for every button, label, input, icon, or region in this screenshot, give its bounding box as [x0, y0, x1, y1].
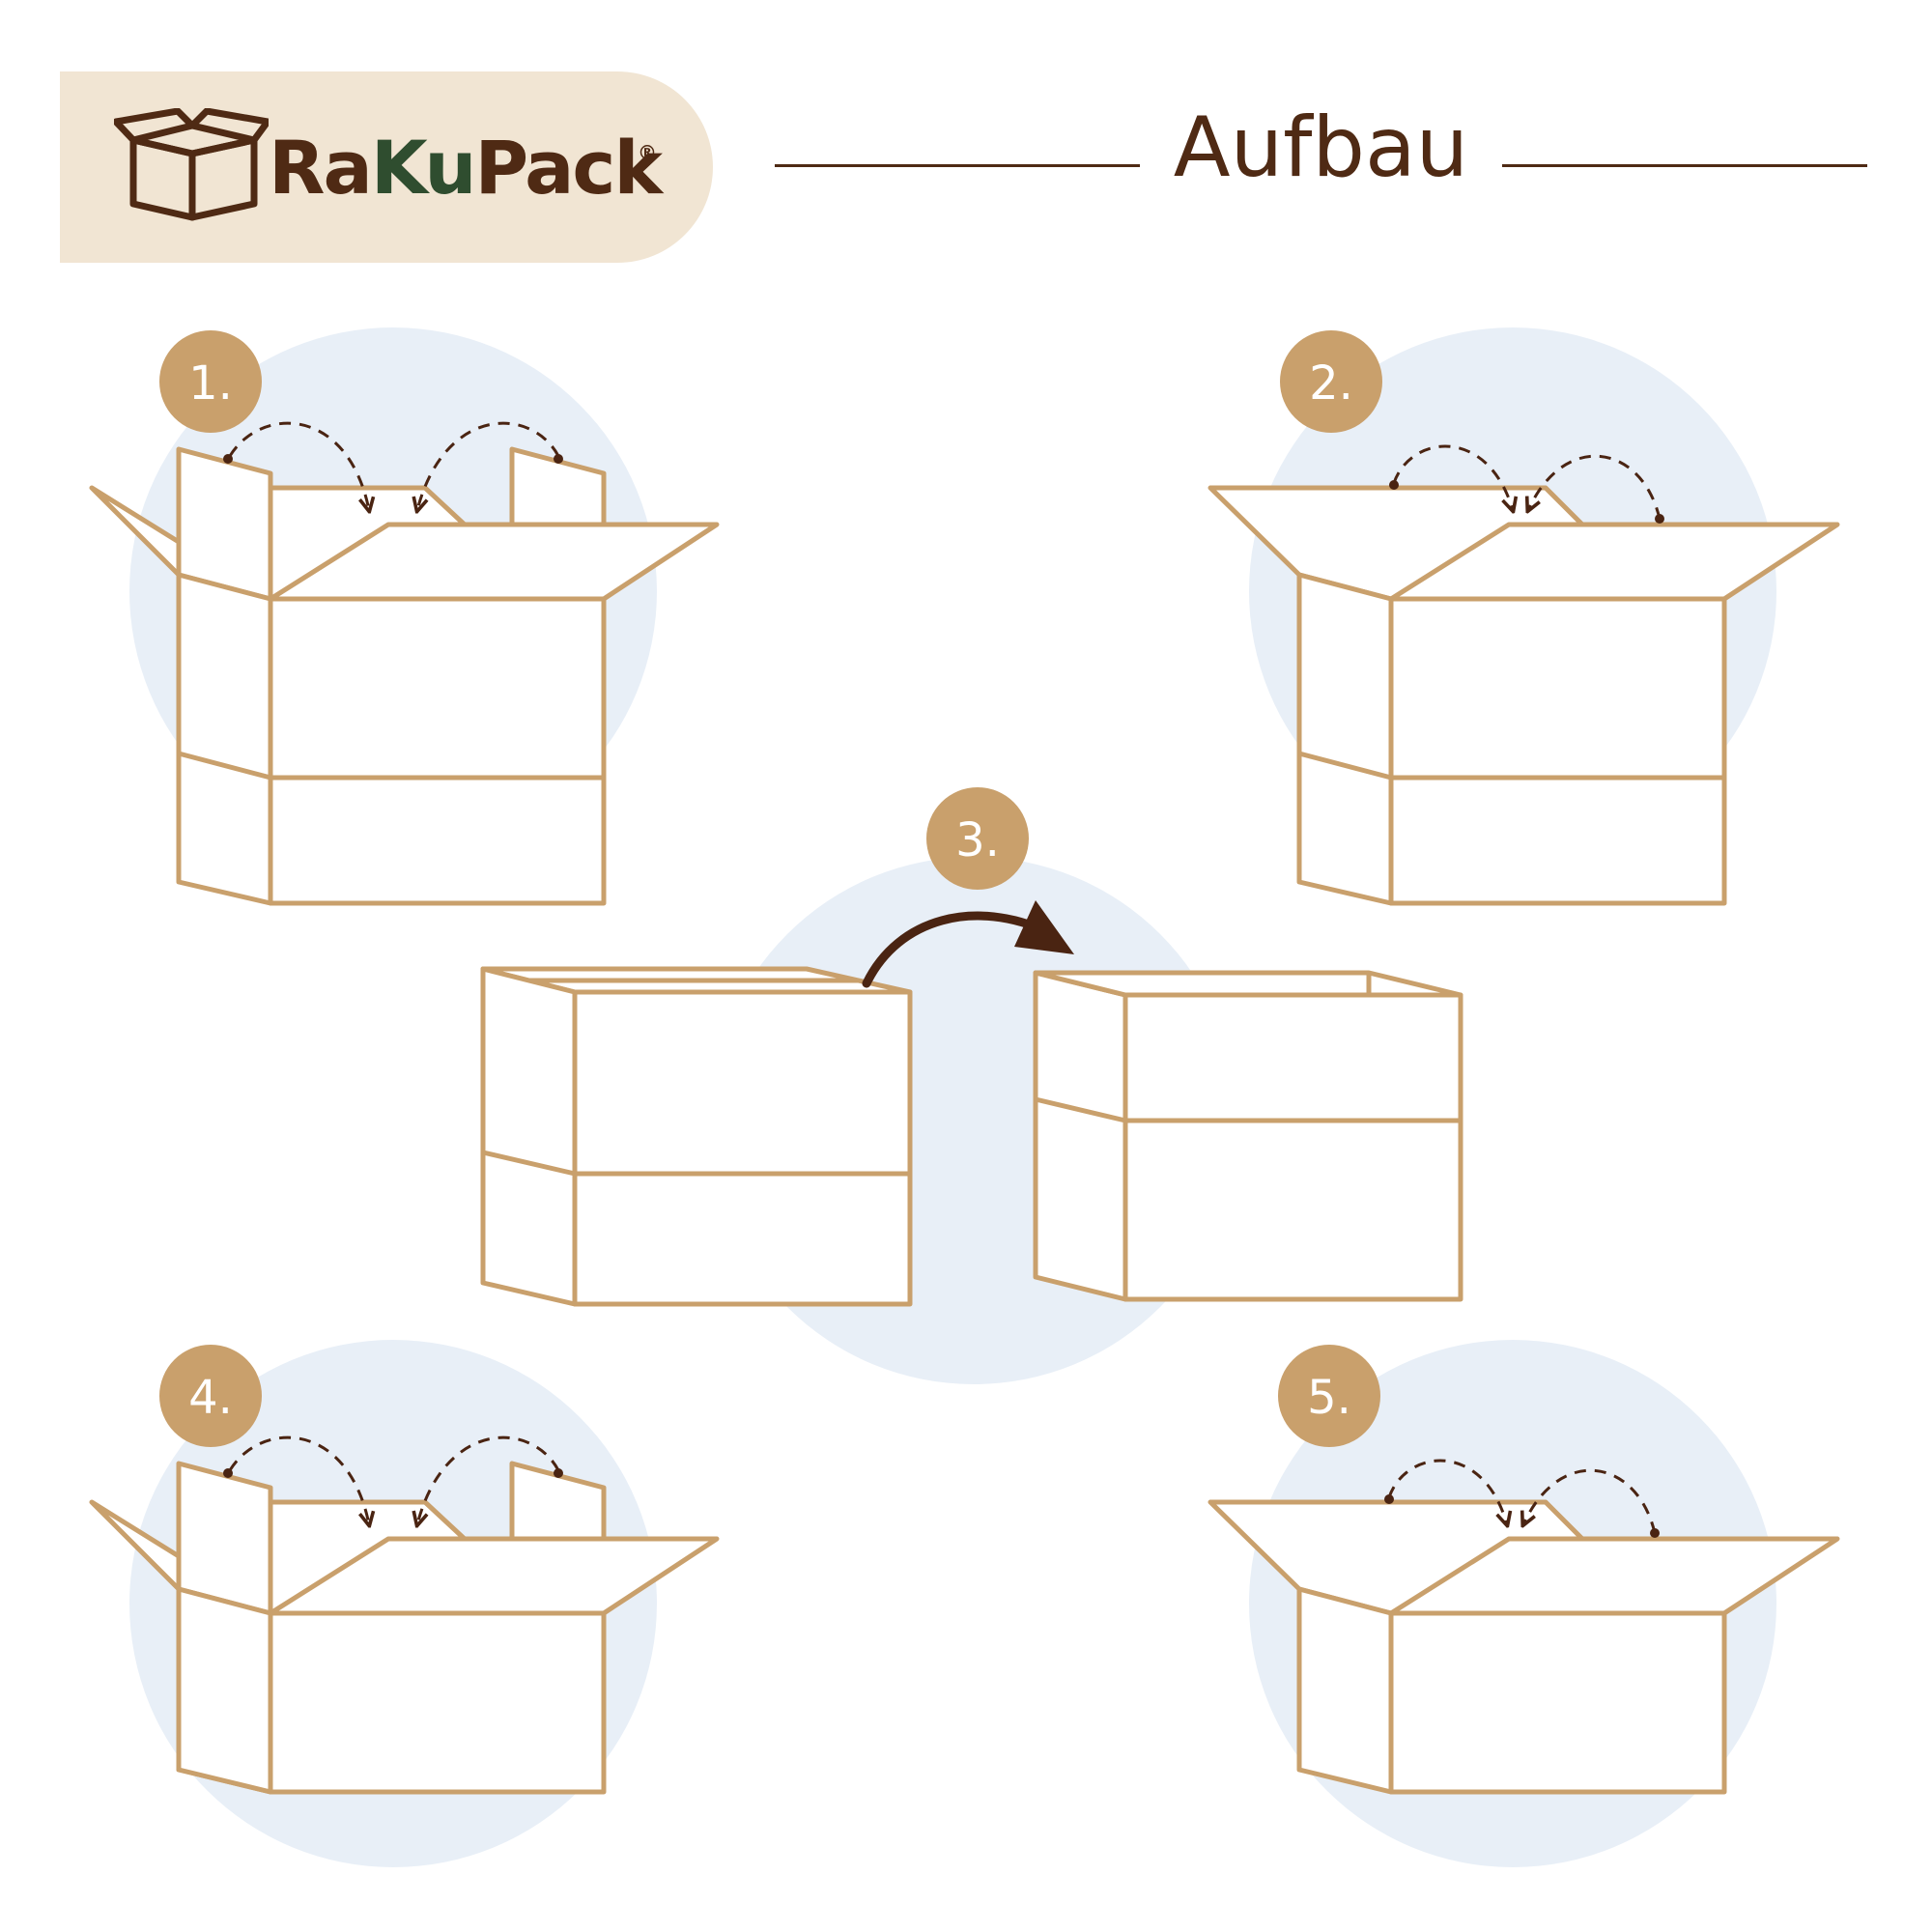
step-5-fold-dot [1384, 1494, 1394, 1504]
step-3-badge: 3. [926, 787, 1029, 890]
step-5-fold-arrows [1387, 1459, 1657, 1534]
step-2-fold-arrows [1392, 444, 1662, 520]
registered-mark: ® [638, 141, 657, 164]
rotate-arrow-icon [862, 900, 1074, 988]
brand-name-ku: Ku [370, 125, 477, 211]
brand-name-ra: Ra [269, 125, 373, 211]
box-logo-icon [114, 108, 269, 221]
step-4-fold-dot [554, 1468, 563, 1478]
step-1-label: 1. [188, 356, 233, 411]
brand-logo-text: RaKuPack [269, 131, 663, 205]
page-title: Aufbau [1173, 99, 1469, 196]
step-5-badge: 5. [1278, 1345, 1380, 1447]
step-2-badge: 2. [1280, 330, 1382, 433]
title-rule-left [775, 164, 1140, 167]
step-1-fold-dot [223, 454, 233, 464]
step-5-label: 5. [1307, 1371, 1351, 1425]
step-1-box [89, 446, 720, 906]
step-3-box-turned [1033, 970, 1463, 1302]
step-2-fold-dot [1655, 514, 1664, 524]
step-4-fold-arrows [228, 1435, 560, 1524]
step-4-box [89, 1461, 720, 1795]
step-1-fold-dot [554, 454, 563, 464]
step-4-label: 4. [188, 1371, 233, 1425]
title-rule-right [1502, 164, 1867, 167]
step-2-box [1208, 485, 1840, 906]
step-5-box [1208, 1499, 1840, 1795]
logo-badge [60, 71, 713, 263]
step-1-fold-arrows [228, 421, 560, 510]
step-2-label: 2. [1309, 356, 1353, 411]
step-5-fold-dot [1650, 1528, 1660, 1538]
step-3-label: 3. [955, 813, 1000, 867]
step-2-fold-dot [1389, 480, 1399, 490]
step-4-badge: 4. [159, 1345, 262, 1447]
step-4-fold-dot [223, 1468, 233, 1478]
brand-name-pack: Pack [474, 125, 663, 211]
step-3-box-open-side [480, 966, 913, 1307]
step-1-badge: 1. [159, 330, 262, 433]
